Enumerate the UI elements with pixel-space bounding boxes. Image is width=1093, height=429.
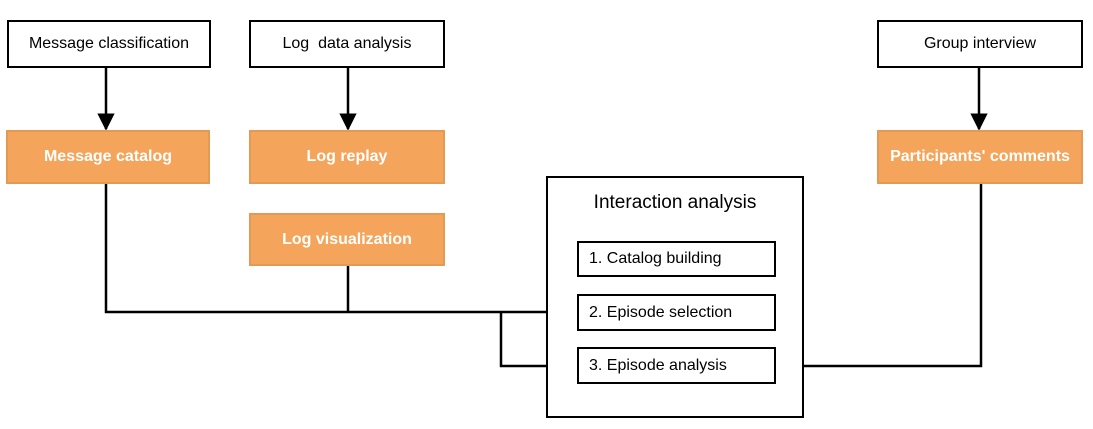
message-classification-box: Message classification (7, 20, 211, 68)
edge-catalog-to-selection (104, 184, 579, 321)
interaction-analysis-title: Interaction analysis (593, 192, 757, 213)
message-catalog-box: Message catalog (6, 130, 210, 184)
log-replay-box: Log replay (249, 130, 445, 184)
step-catalog-building: 1. Catalog building (577, 241, 776, 277)
edge-comments-to-analysis (776, 184, 983, 375)
log-data-analysis-box: Log data analysis (249, 20, 445, 68)
log-visualization-box: Log visualization (249, 213, 445, 266)
step-episode-selection: 2. Episode selection (577, 294, 776, 331)
participants-comments-box: Participants' comments (877, 130, 1083, 184)
group-interview-box: Group interview (877, 20, 1083, 68)
step-episode-analysis: 3. Episode analysis (577, 347, 776, 384)
